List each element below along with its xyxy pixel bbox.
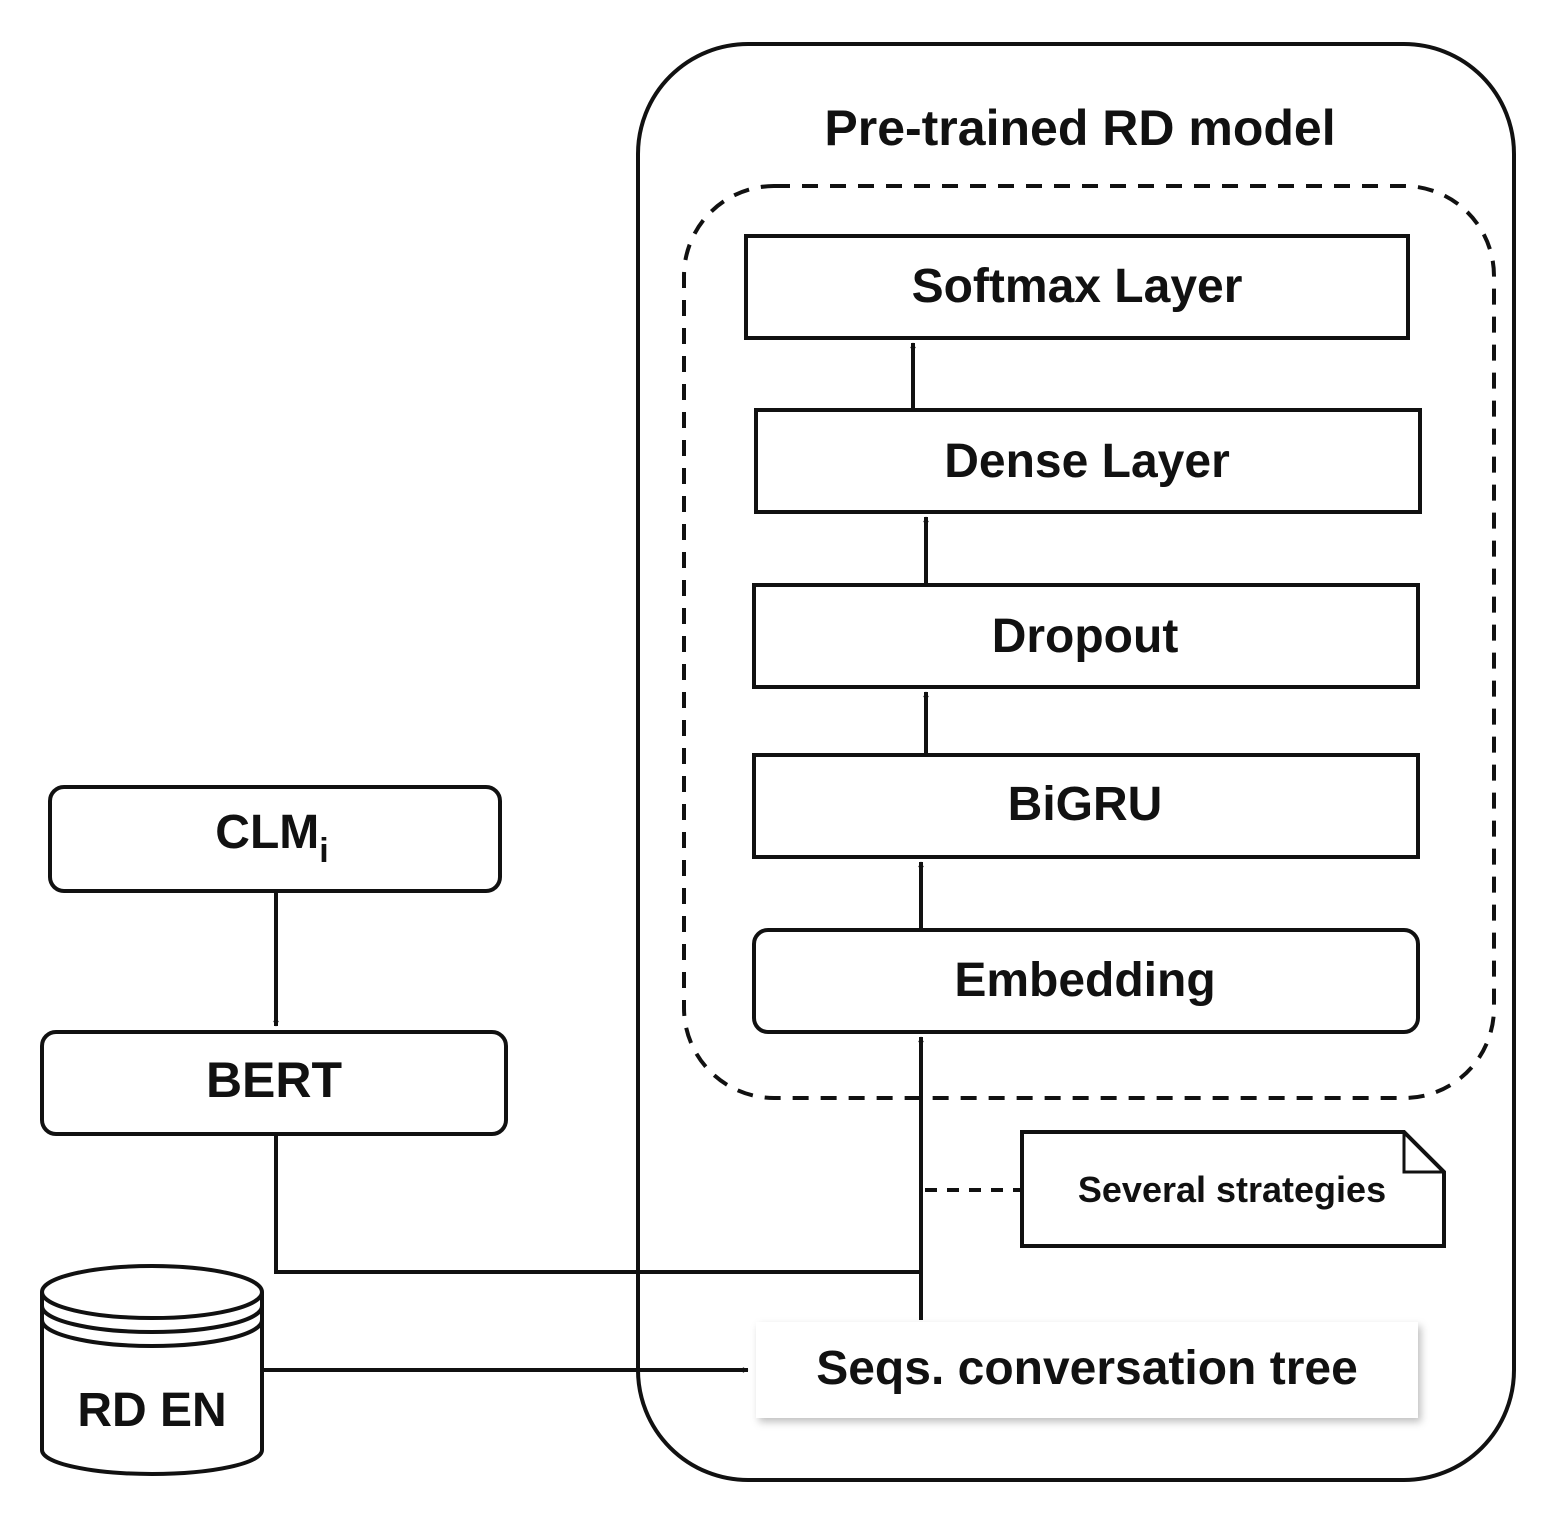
strategies-note-box: [1020, 1130, 1446, 1248]
embedding-box: [752, 928, 1420, 1034]
rd-en-database-ring-2: [40, 1319, 264, 1348]
rd-en-database-ring-1: [40, 1305, 264, 1334]
pretrained-model-container: [636, 42, 1516, 1482]
dense-layer-box: [754, 408, 1422, 514]
clm-label: CLMi: [215, 806, 328, 870]
rd-en-database-body: [40, 1292, 264, 1476]
strategies-note-fold: [1402, 1132, 1444, 1174]
clm-label-main: CLM: [215, 806, 319, 859]
clm-label-subscript: i: [319, 832, 328, 870]
strategies-note-label: Several strategies: [1078, 1169, 1386, 1210]
bert-connector: [274, 1134, 921, 1274]
layers-group-dashed: [682, 184, 1496, 1100]
softmax-layer-label: Softmax Layer: [912, 260, 1243, 313]
bert-label: BERT: [206, 1052, 342, 1108]
rd-en-label: RD EN: [77, 1384, 226, 1437]
dense-layer-label: Dense Layer: [944, 435, 1230, 488]
embedding-label: Embedding: [954, 954, 1215, 1007]
softmax-layer-box: [744, 234, 1410, 340]
bigru-label: BiGRU: [1008, 778, 1163, 831]
container-title: Pre-trained RD model: [824, 100, 1335, 156]
dropout-label: Dropout: [992, 610, 1179, 663]
seqs-tree-label: Seqs. conversation tree: [816, 1342, 1358, 1395]
dropout-box: [752, 583, 1420, 689]
rd-en-database-top: [40, 1264, 264, 1320]
bigru-box: [752, 753, 1420, 859]
seqs-tree-box: [756, 1322, 1418, 1418]
